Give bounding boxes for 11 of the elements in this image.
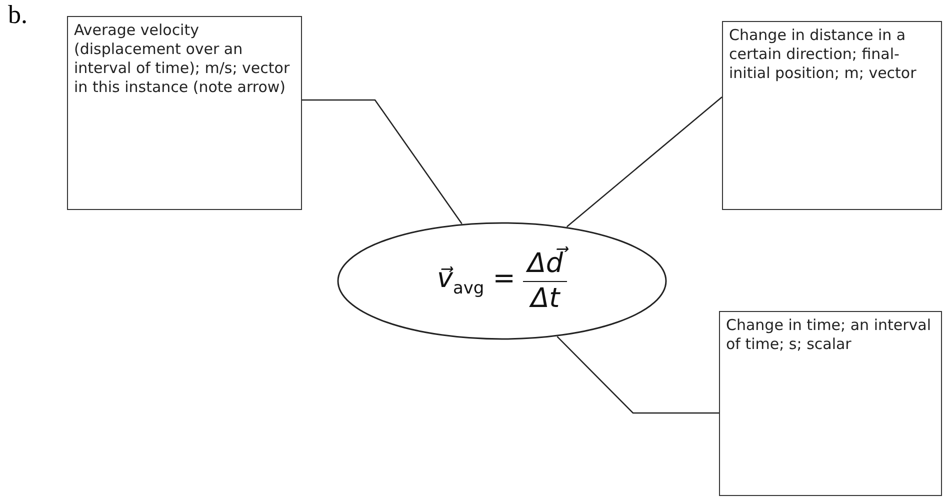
leader-line <box>302 99 462 224</box>
formula-denominator: Δt <box>530 282 560 316</box>
callout-box: Change in distance in a certain direction; final-initial position; m; vector <box>722 21 942 210</box>
callout-box: Average velocity (displacement over an interval of time); m/s; vector in this instance (note arrow) <box>67 16 302 210</box>
formula-ellipse <box>337 222 667 340</box>
part-label: b. <box>8 0 28 30</box>
callout-box: Change in time; an interval of time; s; scalar <box>719 311 942 496</box>
formula-lhs: v⃗$_{avg}$ = <box>436 263 516 299</box>
leader-line <box>556 336 719 414</box>
formula-numerator: Δd⃗ <box>523 246 568 282</box>
leader-line <box>566 96 722 228</box>
